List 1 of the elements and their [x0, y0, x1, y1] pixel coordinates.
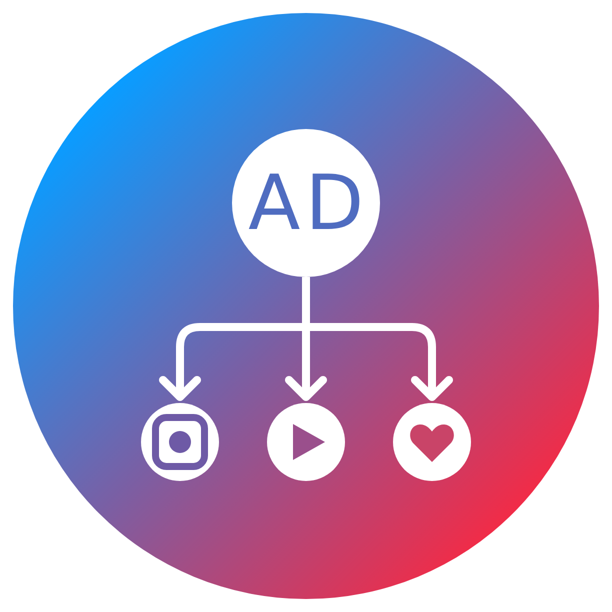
node-label: AD — [247, 165, 369, 241]
